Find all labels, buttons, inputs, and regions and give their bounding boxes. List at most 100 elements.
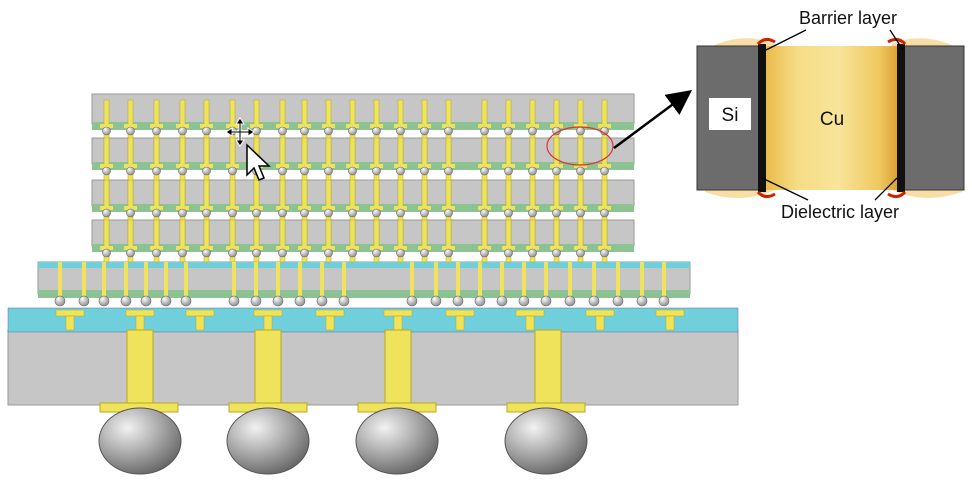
micro-bump: [576, 248, 585, 258]
interposer-via: [102, 262, 106, 298]
solder-balls: [98, 402, 588, 475]
interposer-via: [320, 262, 324, 298]
micro-bump: [528, 208, 537, 218]
micro-bump: [178, 166, 187, 176]
micro-bump: [54, 295, 66, 307]
micro-bump: [228, 208, 237, 218]
tsv-via: [421, 219, 428, 263]
tsv-via: [577, 219, 584, 263]
micro-bump: [278, 208, 287, 218]
micro-bump: [178, 126, 187, 136]
micro-bump: [178, 208, 187, 218]
micro-bump: [528, 126, 537, 136]
micro-bump: [444, 208, 453, 218]
interposer-via: [410, 262, 414, 298]
pad: [125, 309, 155, 317]
micro-bump: [658, 295, 670, 307]
micro-bump: [228, 166, 237, 176]
interposer-via: [640, 262, 644, 298]
micro-bump: [372, 166, 381, 176]
pad: [585, 309, 615, 317]
micro-bump: [126, 126, 135, 136]
micro-bump: [102, 166, 111, 176]
micro-bump: [202, 248, 211, 258]
interposer-via: [522, 262, 526, 298]
tsv-via: [529, 219, 536, 263]
micro-bump: [98, 295, 110, 307]
interposer-via: [434, 262, 438, 298]
micro-bump: [324, 248, 333, 258]
micro-bump: [324, 126, 333, 136]
pad: [445, 309, 475, 317]
micro-bump: [600, 248, 609, 258]
micro-bump: [406, 295, 418, 307]
arrow-cursor-icon: [246, 143, 271, 181]
interposer-via: [568, 262, 572, 298]
tsv-via: [153, 219, 160, 263]
dielectric-layer-label: Dielectric layer: [781, 202, 899, 222]
micro-bump: [552, 166, 561, 176]
interposer-via: [144, 262, 148, 298]
micro-bump: [152, 166, 161, 176]
solder-ball: [226, 407, 310, 475]
pad: [383, 309, 413, 317]
micro-bump: [372, 126, 381, 136]
micro-bump: [152, 208, 161, 218]
micro-bump: [518, 295, 530, 307]
die-stack: [91, 93, 635, 263]
micro-bump: [452, 295, 464, 307]
micro-bump: [504, 248, 513, 258]
tsv-via: [373, 219, 380, 263]
interposer-via: [164, 262, 168, 298]
micro-bump: [600, 166, 609, 176]
interposer-via: [616, 262, 620, 298]
package-vias: [126, 329, 562, 406]
micro-bump: [102, 248, 111, 258]
micro-bump: [252, 208, 261, 218]
micro-bump: [420, 248, 429, 258]
interposer-via: [276, 262, 280, 298]
micro-bump: [444, 248, 453, 258]
tsv-via: [481, 219, 488, 263]
micro-bump: [252, 126, 261, 136]
micro-bump: [300, 248, 309, 258]
move-cursor-icon: [225, 117, 255, 147]
interposer-via: [662, 262, 666, 298]
tsv-via: [505, 219, 512, 263]
micro-bump: [420, 208, 429, 218]
solder-ball: [355, 407, 439, 475]
micro-bump: [202, 166, 211, 176]
micro-bump: [152, 248, 161, 258]
micro-bump: [420, 166, 429, 176]
interposer-via: [58, 262, 62, 298]
interposer-via: [500, 262, 504, 298]
interposer-via: [254, 262, 258, 298]
micro-bump: [324, 208, 333, 218]
pad: [515, 309, 545, 317]
micro-bump: [430, 295, 442, 307]
tsv-highlight-circle: [546, 126, 614, 166]
interposer-via: [342, 262, 346, 298]
pad: [185, 309, 215, 317]
tsv-via: [179, 219, 186, 263]
interposer-via: [478, 262, 482, 298]
micro-bump: [496, 295, 508, 307]
tsv-via: [325, 219, 332, 263]
micro-bump: [278, 126, 287, 136]
micro-bump: [338, 295, 350, 307]
tsv-via: [103, 219, 110, 263]
micro-bump: [480, 126, 489, 136]
micro-bump: [576, 126, 585, 136]
tsv-via: [203, 219, 210, 263]
pad: [253, 309, 283, 317]
micro-bump: [272, 295, 284, 307]
micro-bump: [228, 248, 237, 258]
micro-bump: [636, 295, 648, 307]
tsv-via: [349, 219, 356, 263]
tsv-via: [301, 219, 308, 263]
micro-bump: [474, 295, 486, 307]
micro-bump: [396, 166, 405, 176]
tsv-via: [601, 219, 608, 263]
micro-bump: [178, 248, 187, 258]
micro-bump: [504, 208, 513, 218]
